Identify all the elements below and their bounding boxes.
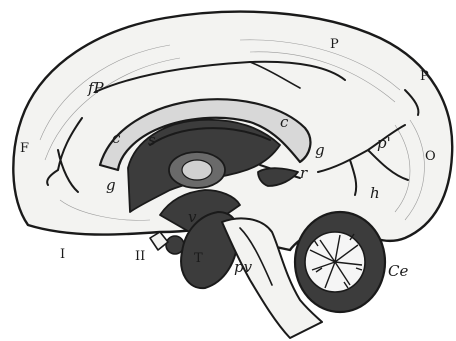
label-pv: pv bbox=[234, 258, 253, 276]
label-p-prime: p' bbox=[377, 134, 391, 152]
label-F: F bbox=[20, 141, 29, 156]
label-P-right: P bbox=[420, 69, 429, 84]
label-c-left: c bbox=[112, 129, 121, 147]
label-O: O bbox=[425, 149, 436, 164]
label-g-right: g bbox=[315, 141, 325, 159]
label-I: I bbox=[60, 247, 65, 262]
label-v: v bbox=[188, 208, 197, 226]
massa-intermedia bbox=[182, 160, 212, 180]
label-T: T bbox=[194, 251, 203, 266]
label-Ce: Ce bbox=[388, 262, 408, 280]
label-fP: fP bbox=[87, 79, 105, 97]
label-r: r bbox=[300, 164, 308, 182]
label-s: s bbox=[148, 131, 156, 149]
optic-nerve bbox=[150, 232, 168, 250]
label-c-right: c bbox=[280, 113, 289, 131]
label-II: II bbox=[135, 249, 145, 264]
label-P-top: P bbox=[330, 37, 339, 52]
label-g-left: g bbox=[106, 176, 116, 194]
label-h: h bbox=[370, 184, 380, 202]
